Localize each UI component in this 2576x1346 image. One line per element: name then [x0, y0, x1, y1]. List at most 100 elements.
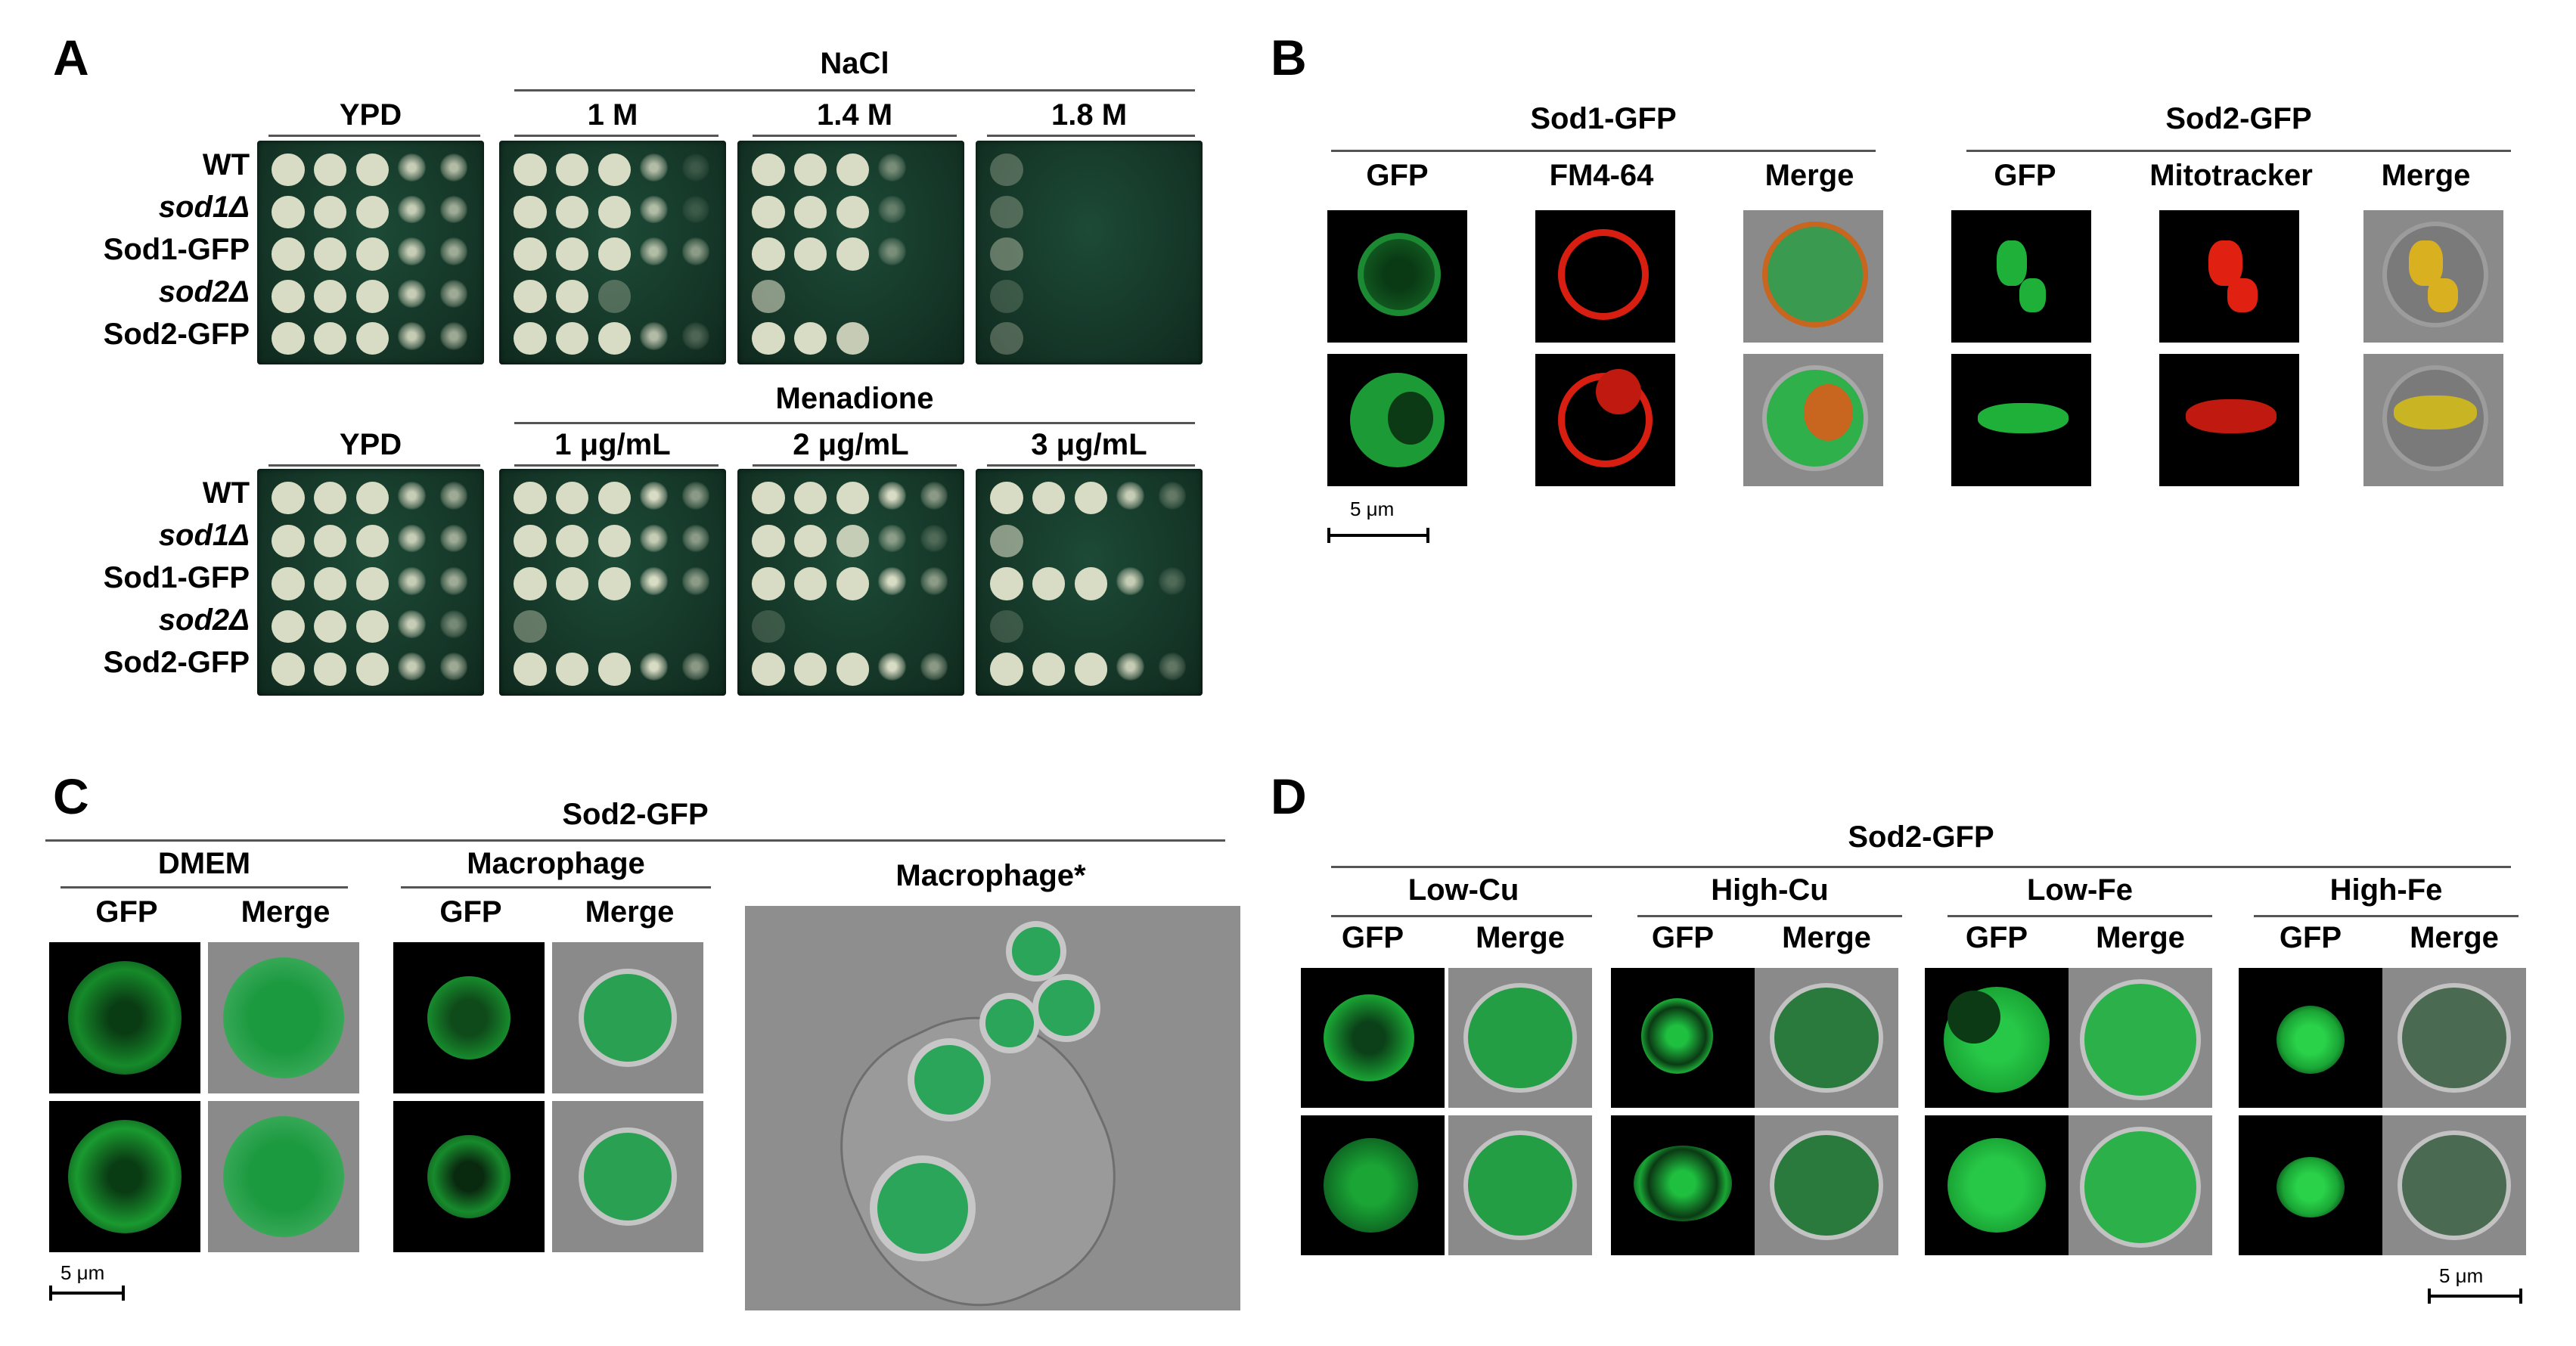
plate-nacl-1m	[499, 141, 726, 364]
colony-spot	[398, 653, 426, 681]
colony-spot	[836, 237, 869, 271]
colony-spot	[355, 481, 389, 515]
colony-spot	[836, 653, 869, 686]
colony-spot	[1074, 481, 1107, 515]
colony-spot	[640, 322, 668, 350]
d-cond-high-fe: High-Fe	[2329, 873, 2443, 907]
d-col-merge: Merge	[1782, 921, 1871, 954]
colony-spot	[514, 653, 547, 686]
row-label-sod1-delta: sod1Δ	[158, 191, 250, 224]
row-label-sod1-gfp: Sod1-GFP	[103, 561, 250, 594]
row-label-sod2-delta: sod2Δ	[158, 603, 250, 637]
colony-spot	[439, 524, 468, 553]
d-img-highcu-gfp-2	[1611, 1115, 1755, 1255]
b-col-gfp: GFP	[1366, 159, 1429, 192]
colony-spot	[439, 609, 468, 638]
row-label-sod1-gfp: Sod1-GFP	[103, 233, 250, 266]
colony-spot	[398, 524, 426, 553]
colony-spot	[272, 153, 305, 187]
colony-spot	[514, 481, 547, 515]
c-cond-macrophage: Macrophage	[467, 847, 645, 880]
d-img-lowfe-gfp-2	[1925, 1115, 2069, 1255]
d-img-lowfe-merge-2	[2069, 1115, 2212, 1255]
b-col-gfp-2: GFP	[1994, 159, 2056, 192]
c-img-macro-merge-1	[552, 942, 703, 1093]
d-img-highfe-merge-1	[2382, 968, 2526, 1108]
men-col-1: 1 μg/mL	[554, 428, 671, 461]
colony-spot	[920, 481, 948, 510]
colony-spot	[752, 237, 785, 271]
colony-spot	[597, 481, 631, 515]
colony-spot	[272, 237, 305, 271]
colony-spot	[1158, 653, 1187, 681]
colony-spot	[556, 195, 589, 228]
b-img-sod2-gfp-1	[1951, 210, 2091, 343]
colony-spot	[1116, 653, 1144, 681]
colony-spot	[836, 481, 869, 515]
colony-spot	[514, 153, 547, 187]
b-img-mito-1	[2159, 210, 2299, 343]
d-cond-low-cu: Low-Cu	[1407, 873, 1519, 907]
colony-spot	[640, 524, 668, 553]
colony-spot	[681, 524, 710, 553]
colony-spot	[514, 524, 547, 557]
nacl-header-line	[514, 89, 1195, 91]
colony-spot	[439, 153, 468, 181]
colony-spot	[794, 481, 827, 515]
nacl-col-1-4m: 1.4 M	[816, 98, 893, 132]
colony-spot	[878, 524, 906, 553]
d-img-lowcu-merge-2	[1448, 1115, 1592, 1255]
d-img-highfe-gfp-1	[2239, 968, 2382, 1108]
colony-spot	[514, 567, 547, 600]
d-col-gfp: GFP	[2279, 921, 2342, 954]
colony-spot	[314, 237, 347, 271]
d-col-merge: Merge	[1476, 921, 1565, 954]
colony-spot	[681, 567, 710, 596]
colony-spot	[836, 322, 869, 355]
colony-spot	[355, 322, 389, 355]
colony-spot	[514, 322, 547, 355]
colony-spot	[355, 524, 389, 557]
plate-nacl-1-8m	[976, 141, 1203, 364]
nacl-col-line	[268, 135, 480, 137]
colony-spot	[836, 195, 869, 228]
colony-spot	[439, 237, 468, 266]
colony-spot	[355, 609, 389, 644]
c-scale-bar	[49, 1286, 125, 1301]
c-macro-col-merge: Merge	[585, 895, 675, 929]
d-img-lowcu-gfp-1	[1301, 968, 1445, 1108]
nacl-col-ypd: YPD	[339, 98, 402, 132]
b-group2-line	[1966, 150, 2511, 152]
men-col-line	[514, 464, 718, 467]
plate-nacl-1-4m	[737, 141, 964, 364]
colony-spot	[1158, 481, 1187, 510]
colony-spot	[752, 280, 785, 313]
panel-a-letter: A	[53, 29, 89, 85]
d-img-highfe-merge-2	[2382, 1115, 2526, 1255]
colony-spot	[752, 481, 785, 515]
b-group1-title: Sod1-GFP	[1530, 102, 1677, 135]
colony-spot	[597, 237, 631, 271]
colony-spot	[272, 322, 305, 355]
b-img-merge-2	[2363, 210, 2503, 343]
colony-spot	[556, 567, 589, 600]
row-label-sod2-gfp: Sod2-GFP	[103, 646, 250, 679]
colony-spot	[1032, 481, 1066, 515]
panel-c-letter: C	[53, 768, 89, 824]
d-scale-label: 5 μm	[2439, 1264, 2484, 1287]
colony-spot	[990, 153, 1023, 187]
colony-spot	[836, 567, 869, 600]
colony-spot	[990, 195, 1023, 228]
c-title-line	[45, 839, 1225, 842]
men-col-line	[987, 464, 1195, 467]
c-macro-col-gfp: GFP	[439, 895, 502, 929]
b-col-merge: Merge	[1764, 159, 1854, 192]
colony-spot	[990, 653, 1023, 686]
colony-spot	[752, 609, 785, 644]
d-img-highcu-gfp-1	[1611, 968, 1755, 1108]
colony-spot	[990, 237, 1023, 271]
colony-spot	[272, 481, 305, 515]
colony-spot	[640, 567, 668, 596]
d-img-lowfe-merge-1	[2069, 968, 2212, 1108]
nacl-col-1m: 1 M	[587, 98, 638, 132]
